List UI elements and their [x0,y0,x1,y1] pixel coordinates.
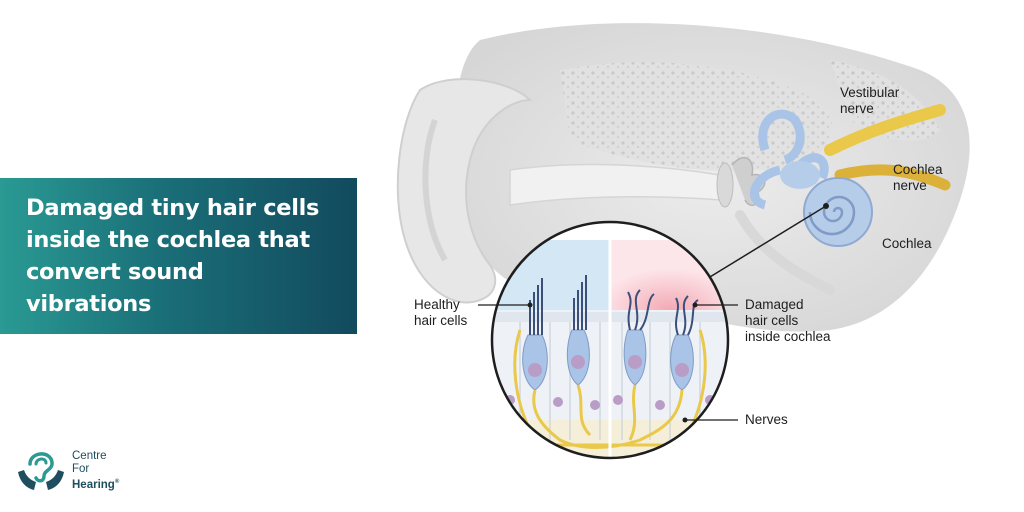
logo-wordmark: Centre For Hearing® [72,450,119,492]
label-vestibular-line-2: nerve [840,101,874,116]
inset-pointer-line [704,205,827,281]
healthy-hair-cells [522,275,590,391]
cochlea-nerve [834,164,951,191]
headline-line-3: convert sound [26,259,204,285]
ear-hands-icon [18,452,64,490]
label-healthy-line-1: Healthy [414,297,460,312]
label-healthy-line-2: hair cells [414,313,468,328]
inset-border [490,220,730,460]
label-nerves: Nerves [745,412,788,427]
damaged-hair-cells [623,289,699,391]
label-damaged-line-2: hair cells [745,313,799,328]
headline-line-2: inside the cochlea that [26,227,310,253]
logo-line-1: Centre [72,450,107,462]
cochlea-spiral [803,177,873,247]
centre-for-hearing-logo: Centre For Hearing® [14,442,154,496]
label-cochlea-nerve: Cochlea nerve [893,162,943,194]
headline-line-4: vibrations [26,291,152,317]
label-cochlea-nerve-line-1: Cochlea [893,162,943,177]
ear-fold [422,118,448,262]
label-healthy-hair-cells: Healthy hair cells [414,297,467,329]
logo-line-3: Hearing® [72,476,119,492]
headline-line-1: Damaged tiny hair cells [26,195,320,221]
vestibular-nerve [824,104,946,156]
headline-banner: Damaged tiny hair cells inside the cochl… [0,178,357,334]
headline-text: Damaged tiny hair cells inside the cochl… [26,192,343,320]
label-vestibular-nerve: Vestibular nerve [840,85,899,117]
eustachian-tube [735,210,835,295]
vestibule [780,161,820,189]
label-cochlea-nerve-line-2: nerve [893,178,927,193]
label-cochlea: Cochlea [882,236,932,251]
eardrum [716,162,734,208]
logo-line-3-text: Hearing [72,478,115,491]
ear-anatomy-diagram [396,23,970,460]
label-damaged-line-3: inside cochlea [745,329,831,344]
label-vestibular-line-1: Vestibular [840,85,900,100]
registered-mark: ® [114,479,120,485]
logo-line-2: For [72,463,90,475]
label-damaged-hair-cells: Damaged hair cells inside cochlea [745,297,831,345]
label-damaged-line-1: Damaged [745,297,804,312]
